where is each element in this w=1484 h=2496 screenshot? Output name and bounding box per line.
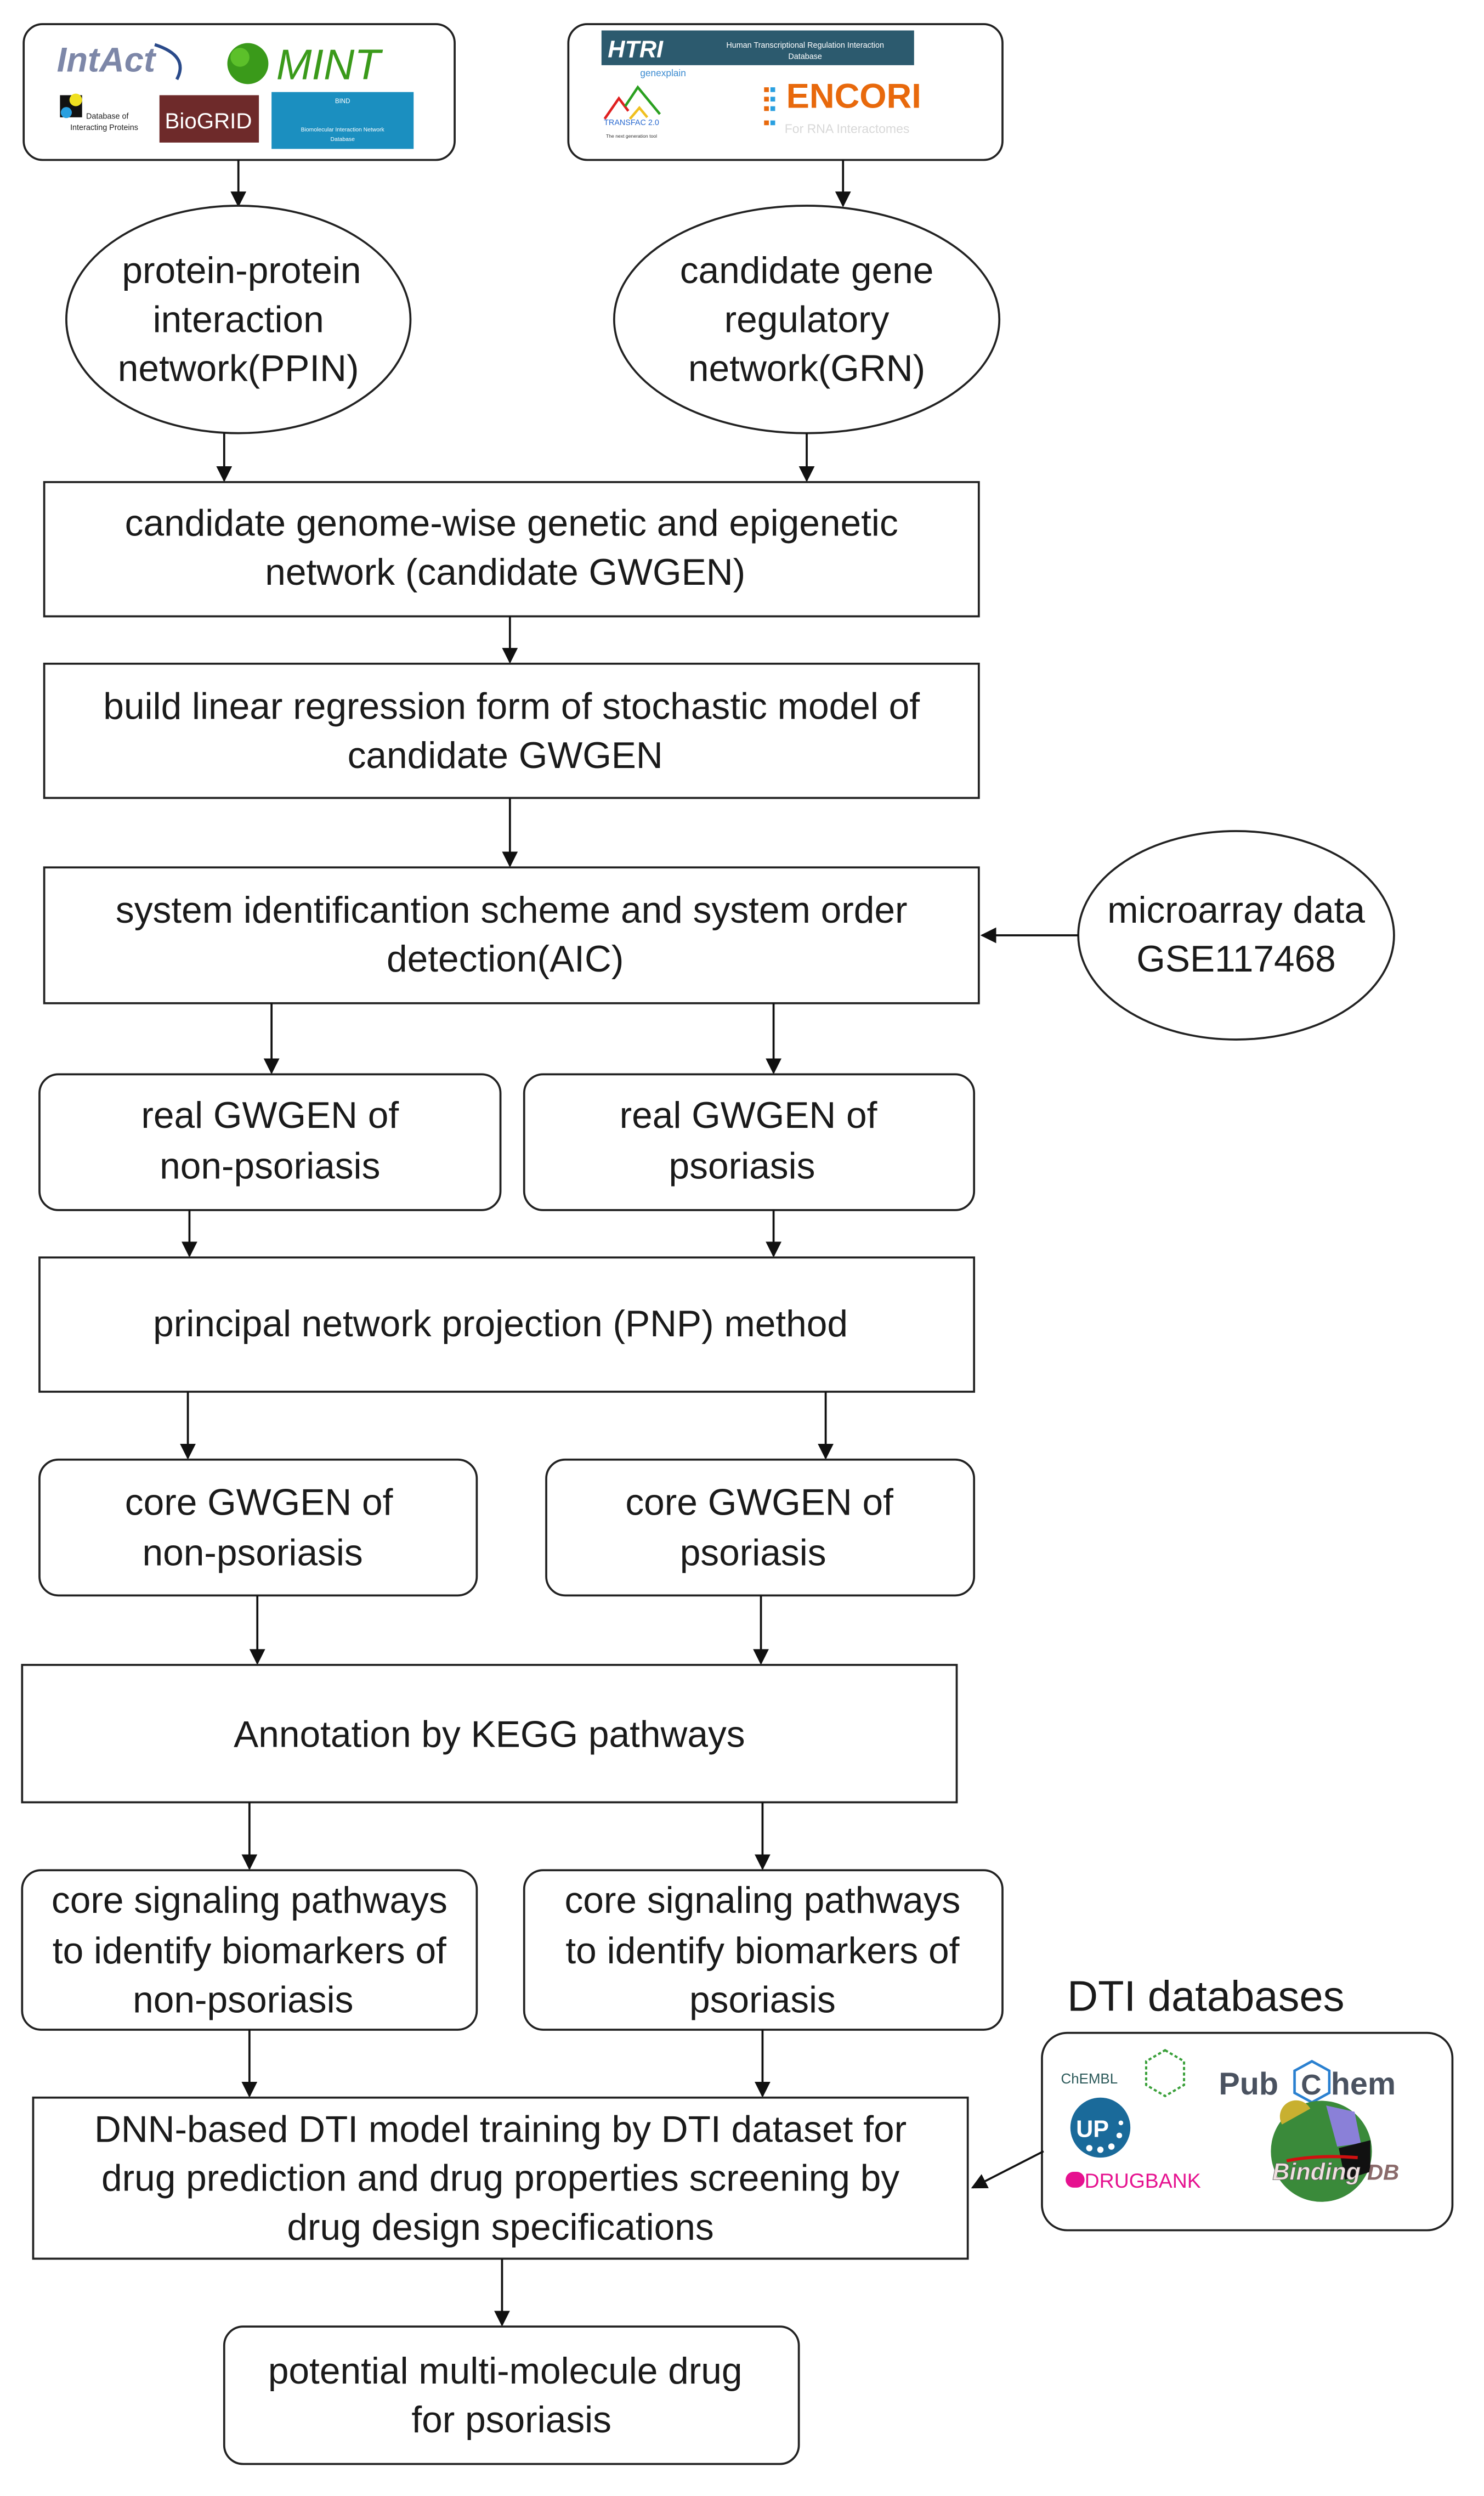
svg-text:UP: UP [1076, 2116, 1109, 2143]
svg-text:For RNA Interactomes: For RNA Interactomes [785, 122, 910, 136]
svg-text:Binding: Binding [1272, 2159, 1361, 2185]
svg-text:ChEMBL: ChEMBL [1061, 2071, 1118, 2087]
htri-logo: HTRI Human Transcriptional Regulation In… [601, 30, 914, 65]
bind-logo: BIND Biomolecular Interaction Network Da… [271, 92, 414, 149]
drugbank-logo: DRUGBANK [1066, 2169, 1201, 2192]
regression-model-node: build linear regression form of stochast… [43, 663, 980, 799]
svg-text:Annotation by KEGG pathways: Annotation by KEGG pathways [234, 1714, 745, 1755]
svg-text:Database: Database [331, 137, 355, 143]
genexplain-logo: genexplain [640, 67, 686, 78]
svg-text:build linear regression form o: build linear regression form of stochast… [103, 686, 920, 776]
svg-text:system identificantion scheme: system identificantion scheme and system… [116, 890, 908, 980]
bindingdb-logo: Binding DB [1271, 2100, 1399, 2202]
intact-logo: IntAct [57, 41, 157, 79]
svg-text:DB: DB [1367, 2160, 1399, 2184]
pnp-method-node: principal network projection (PNP) metho… [38, 1256, 976, 1393]
svg-text:Biomolecular Interaction Netwo: Biomolecular Interaction Network [301, 127, 385, 133]
transfac-logo: TRANSFAC 2.0 The next generation tool [603, 85, 661, 139]
dip-logo: Database of Interacting Proteins [60, 93, 138, 132]
chembl-logo: ChEMBL [1061, 2049, 1186, 2098]
dti-databases-box: ChEMBL Pub C hem UP DRUGBANK Binding DB [1041, 2031, 1454, 2232]
encori-logo: ENCORI For RNA Interactomes [764, 77, 921, 136]
svg-text:MINT: MINT [276, 42, 383, 89]
svg-text:BioGRID: BioGRID [165, 109, 252, 133]
svg-text:DRUGBANK: DRUGBANK [1085, 2169, 1201, 2192]
svg-text:BIND: BIND [335, 98, 350, 105]
svg-text:candidate genome-wise genetic: candidate genome-wise genetic and epigen… [125, 503, 898, 593]
uniprot-logo: UP [1070, 2097, 1131, 2158]
candidate-gwgen-node: candidate genome-wise genetic and epigen… [43, 481, 980, 618]
kegg-annotation-node: Annotation by KEGG pathways [21, 1664, 958, 1804]
svg-text:Interacting Proteins: Interacting Proteins [70, 123, 138, 132]
svg-text:HTRI: HTRI [608, 36, 664, 63]
svg-text:TRANSFAC 2.0: TRANSFAC 2.0 [604, 118, 659, 127]
svg-text:principal network projection (: principal network projection (PNP) metho… [153, 1303, 848, 1345]
system-identification-node: system identificantion scheme and system… [43, 866, 980, 1004]
svg-text:Database: Database [788, 52, 822, 61]
ppi-databases-box: IntAct MINT Database of Interacting Prot… [22, 23, 456, 161]
grn-databases-box: HTRI Human Transcriptional Regulation In… [567, 23, 1004, 161]
dnn-dti-model-node: DNN-based DTI model training by DTI data… [32, 2096, 969, 2260]
svg-text:DNN-based DTI model training b: DNN-based DTI model training by DTI data… [94, 2109, 907, 2247]
dti-databases-label: DTI databases [1067, 1973, 1344, 2020]
svg-text:Pub: Pub [1219, 2066, 1278, 2102]
biogrid-logo: BioGRID [159, 95, 259, 143]
svg-text:C: C [1301, 2069, 1321, 2100]
svg-text:Database of: Database of [86, 112, 129, 121]
svg-text:ENCORI: ENCORI [786, 77, 921, 116]
svg-text:Human Transcriptional Regulati: Human Transcriptional Regulation Interac… [726, 41, 884, 50]
svg-text:The next generation tool: The next generation tool [606, 133, 657, 139]
svg-text:hem: hem [1331, 2066, 1396, 2102]
mint-logo: MINT [227, 42, 383, 89]
pubchem-logo: Pub C hem [1219, 2059, 1396, 2104]
